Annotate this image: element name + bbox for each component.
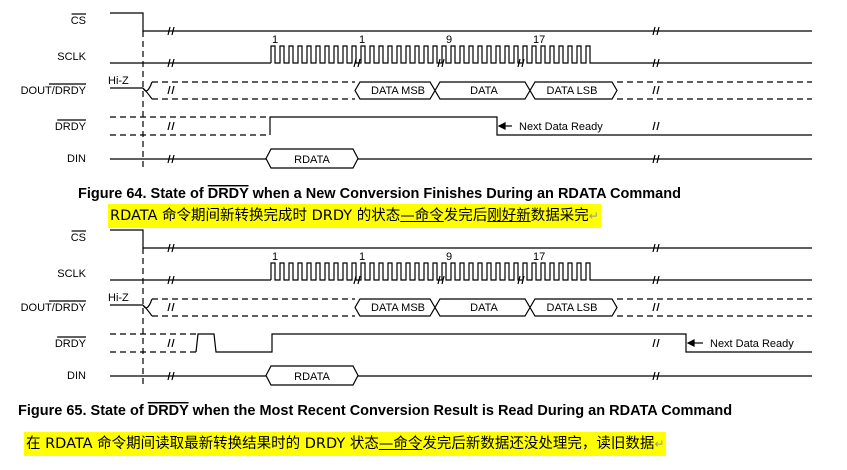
break-mark-icon bbox=[652, 85, 660, 95]
caption-drdy: DRDY bbox=[148, 403, 189, 419]
annotation-text: 发完后 bbox=[443, 208, 488, 224]
drdy-waveform bbox=[269, 116, 812, 136]
return-mark-icon: ↵ bbox=[588, 209, 599, 223]
break-mark-icon bbox=[652, 26, 660, 36]
break-mark-icon bbox=[167, 338, 175, 348]
next-data-ready-label: Next Data Ready bbox=[519, 121, 603, 133]
clock-number-label: 1 bbox=[272, 34, 278, 46]
clock-number-label: 9 bbox=[446, 34, 452, 46]
caption-prefix: Figure 65. State of bbox=[18, 403, 148, 419]
clock-number-label: 17 bbox=[533, 251, 545, 263]
break-mark-icon bbox=[353, 58, 361, 68]
break-mark-icon bbox=[167, 302, 175, 312]
bus-segment bbox=[529, 298, 618, 317]
clock-number-label: 9 bbox=[446, 251, 452, 263]
annotation-underlined: —命令 bbox=[400, 208, 444, 224]
dout-transition bbox=[142, 87, 153, 100]
return-mark-icon: ↵ bbox=[654, 437, 665, 451]
sclk-signal-label: SCLK bbox=[57, 268, 86, 280]
break-mark-icon bbox=[353, 275, 361, 285]
break-mark-icon bbox=[437, 58, 445, 68]
annotation-underlined: 刚好新 bbox=[487, 208, 531, 224]
bus-segment bbox=[529, 81, 618, 100]
break-mark-icon bbox=[517, 275, 525, 285]
arrow-head-icon bbox=[497, 122, 506, 130]
cs-waveform bbox=[110, 229, 165, 249]
next-data-ready-label: Next Data Ready bbox=[710, 338, 794, 350]
bus-label-data: DATA bbox=[470, 302, 498, 314]
figure-caption: Figure 64. State of DRDY when a New Conv… bbox=[78, 186, 681, 202]
sclk-waveform bbox=[270, 262, 595, 281]
drdy-waveform bbox=[195, 333, 812, 353]
cs-waveform bbox=[110, 12, 165, 32]
dout-transition bbox=[142, 304, 153, 317]
bus-label-data: DATA bbox=[470, 85, 498, 97]
clock-number-label: 1 bbox=[359, 34, 365, 46]
break-mark-icon bbox=[167, 26, 175, 36]
drdy-signal-label: DRDY bbox=[55, 121, 87, 133]
sclk-signal-label: SCLK bbox=[57, 51, 86, 63]
break-mark-icon bbox=[652, 121, 660, 131]
break-mark-icon bbox=[652, 302, 660, 312]
annotation-figure-64: RDATA 命令期间新转换完成时 DRDY 的状态—命令发完后刚好新数据采完↵ bbox=[108, 204, 601, 228]
bus-label-rdata: RDATA bbox=[294, 371, 330, 383]
break-mark-icon bbox=[437, 275, 445, 285]
clock-number-label: 1 bbox=[272, 251, 278, 263]
annotation-text: RDATA 命令期间新转换完成时 DRDY 的状态 bbox=[110, 208, 401, 224]
caption-suffix: when a New Conversion Finishes During an… bbox=[249, 186, 681, 202]
annotation-text: 发完后新数据还没处理完，读旧数据 bbox=[422, 436, 655, 452]
arrow-head-icon bbox=[686, 339, 695, 347]
bus-label-rdata: RDATA bbox=[294, 154, 330, 166]
annotation-text: 数据采完 bbox=[530, 208, 589, 224]
break-mark-icon bbox=[517, 58, 525, 68]
break-mark-icon bbox=[652, 154, 660, 164]
cs-signal-label: CS bbox=[71, 15, 86, 27]
break-mark-icon bbox=[167, 275, 175, 285]
caption-drdy: DRDY bbox=[208, 186, 249, 202]
sclk-waveform bbox=[270, 45, 595, 64]
bus-label-data-msb: DATA MSB bbox=[371, 302, 425, 314]
bus-label-data-lsb: DATA LSB bbox=[547, 302, 598, 314]
clock-number-label: 17 bbox=[533, 34, 545, 46]
hiz-label: Hi-Z bbox=[108, 75, 129, 87]
caption-suffix: when the Most Recent Conversion Result i… bbox=[189, 403, 733, 419]
clock-number-label: 1 bbox=[359, 251, 365, 263]
break-mark-icon bbox=[167, 121, 175, 131]
break-mark-icon bbox=[652, 58, 660, 68]
break-mark-icon bbox=[167, 85, 175, 95]
bus-label-data-msb: DATA MSB bbox=[371, 85, 425, 97]
annotation-underlined: —命令 bbox=[378, 436, 423, 452]
bus-label-data-lsb: DATA LSB bbox=[547, 85, 598, 97]
dout-drdy-signal-label: DOUT/DRDY bbox=[21, 302, 87, 314]
break-mark-icon bbox=[652, 275, 660, 285]
break-mark-icon bbox=[167, 154, 175, 164]
cs-signal-label: CS bbox=[71, 232, 86, 244]
break-mark-icon bbox=[652, 371, 660, 381]
din-signal-label: DIN bbox=[67, 153, 86, 165]
break-mark-icon bbox=[652, 243, 660, 253]
caption-prefix: Figure 64. State of bbox=[78, 186, 208, 202]
break-mark-icon bbox=[167, 371, 175, 381]
break-mark-icon bbox=[652, 338, 660, 348]
annotation-text: 在 RDATA 命令期间读取最新转换结果时的 DRDY 状态 bbox=[26, 436, 379, 452]
break-mark-icon bbox=[167, 243, 175, 253]
figure-caption: Figure 65. State of DRDY when the Most R… bbox=[18, 403, 732, 419]
annotation-figure-65: 在 RDATA 命令期间读取最新转换结果时的 DRDY 状态—命令发完后新数据还… bbox=[24, 432, 667, 456]
hiz-label: Hi-Z bbox=[108, 292, 129, 304]
dout-drdy-signal-label: DOUT/DRDY bbox=[21, 85, 87, 97]
din-signal-label: DIN bbox=[67, 370, 86, 382]
drdy-signal-label: DRDY bbox=[55, 338, 87, 350]
break-mark-icon bbox=[167, 58, 175, 68]
